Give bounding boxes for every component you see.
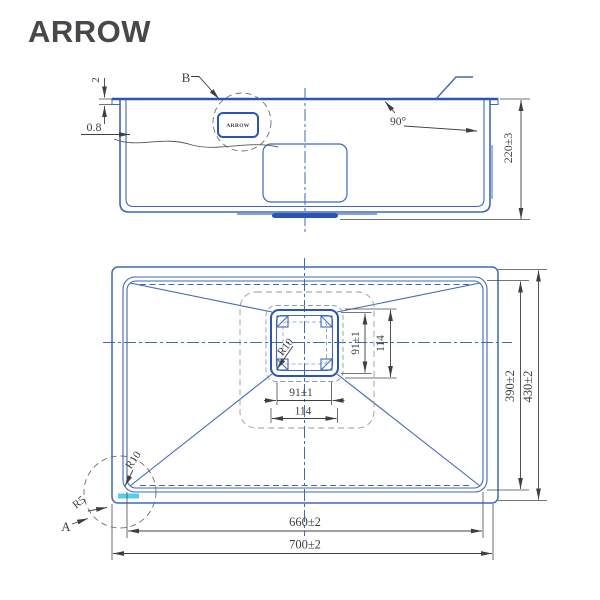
- detail-a-circle: [83, 455, 157, 529]
- side-elevation-view: ARROW B 2 0.8 90° 220±3: [81, 70, 530, 233]
- drain-vdim-ext: [341, 308, 397, 379]
- bowl-slope-diagonals: [129, 282, 481, 487]
- corner-angle-text: 90°: [390, 116, 407, 128]
- recess-dashed-outline: [239, 291, 375, 429]
- drain-hdim-ext: [270, 382, 338, 423]
- drain-square-outer: [270, 309, 339, 377]
- detail-a-leader: [71, 518, 89, 525]
- drain-outer-height-text: 114: [375, 335, 387, 352]
- detail-a-label: A: [61, 519, 71, 534]
- detail-b-label: B: [182, 70, 191, 85]
- drain-dashed-outline: [265, 305, 344, 382]
- tiny-cyan-watermark: [118, 493, 139, 499]
- drain-hidden-edge: [282, 321, 327, 365]
- thickness-ext-lines: [99, 98, 112, 105]
- break-line: [113, 138, 279, 148]
- drain-radius-text: R10: [275, 336, 296, 358]
- drain-inner-height-text: 91±1: [350, 331, 362, 355]
- right-dim-ext: [487, 269, 547, 501]
- drain-inner-width-text: 91±1: [289, 387, 313, 399]
- drain-square-inner: [275, 314, 334, 372]
- detail-b-leader: [191, 76, 220, 100]
- height-dim-text: 220±3: [501, 133, 515, 164]
- drain-outer-width-text: 114: [295, 406, 312, 418]
- plan-centerlines: [103, 258, 512, 536]
- thickness-dim-text: 2: [90, 77, 102, 83]
- bowl-width-text: 390±2: [503, 370, 517, 402]
- bowl-radius-leader: [124, 469, 134, 487]
- drain-radius-leader: [276, 345, 294, 370]
- flange-ends: [111, 98, 499, 105]
- bowl-length-text: 660±2: [289, 515, 321, 529]
- drain-fitting: [272, 213, 338, 218]
- logo-plate-text: ARROW: [226, 123, 249, 129]
- plan-view: R10 91±1 114 91±1 114 R10 R5 A: [61, 258, 547, 560]
- sink-outer-shell: [119, 99, 491, 213]
- height-ext-lines: [340, 98, 530, 220]
- overall-width-text: 430±2: [521, 371, 535, 403]
- angle-leader-right: [403, 125, 478, 133]
- outer-radius-leader: [87, 507, 108, 512]
- outer-radius-text: R5: [70, 494, 88, 512]
- bottom-dim-ext: [111, 492, 494, 560]
- angle-leader-up: [384, 101, 396, 114]
- brand-logo: ARROW: [28, 14, 152, 49]
- sink-inner-shell: [125, 99, 485, 208]
- wall-thickness-text: 0.8: [87, 120, 102, 134]
- overall-length-text: 700±2: [289, 538, 321, 552]
- flange-edge-flag: [435, 76, 473, 100]
- logo-plate: [217, 112, 259, 138]
- drain-corner-tabs: [276, 315, 333, 371]
- detail-b-circle: [212, 92, 272, 152]
